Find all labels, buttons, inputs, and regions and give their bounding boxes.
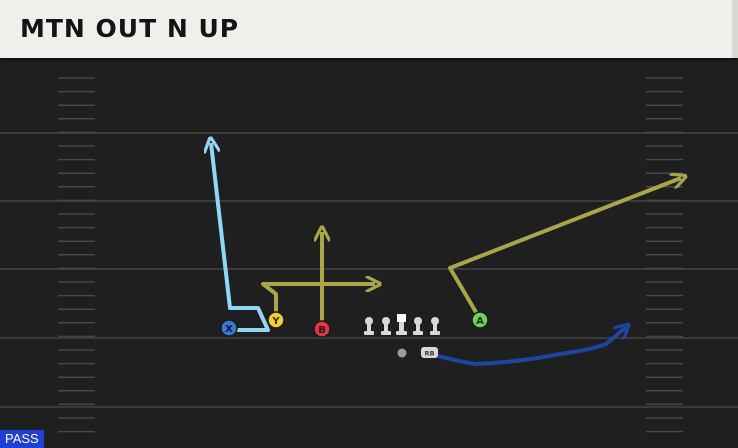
qb-marker	[397, 348, 407, 358]
lineman-icon	[413, 317, 423, 335]
offensive-line	[364, 314, 440, 335]
player-a-label: A	[476, 316, 484, 327]
y-route	[261, 284, 375, 320]
rb-label: RB	[425, 350, 435, 358]
play-title: MTN OUT N UP	[20, 14, 240, 43]
player-a: A	[471, 311, 489, 329]
x-route	[211, 143, 270, 332]
player-x-label: X	[225, 324, 233, 335]
player-x: X	[220, 319, 238, 337]
lineman-icon	[364, 317, 374, 335]
field-background	[0, 60, 738, 448]
lineman-icon	[381, 317, 391, 335]
rb-player: RB	[421, 347, 438, 358]
play-field: RB X Y B A	[0, 60, 738, 448]
player-b: B	[313, 320, 331, 338]
player-y: Y	[267, 311, 285, 329]
a-route	[448, 178, 681, 321]
title-bar: MTN OUT N UP	[0, 0, 738, 58]
player-y-label: Y	[271, 316, 280, 327]
rb-route	[430, 328, 625, 367]
center-icon	[396, 314, 407, 335]
player-b-label: B	[318, 325, 326, 336]
lineman-icon	[430, 317, 440, 335]
play-type-badge: PASS	[0, 430, 44, 448]
